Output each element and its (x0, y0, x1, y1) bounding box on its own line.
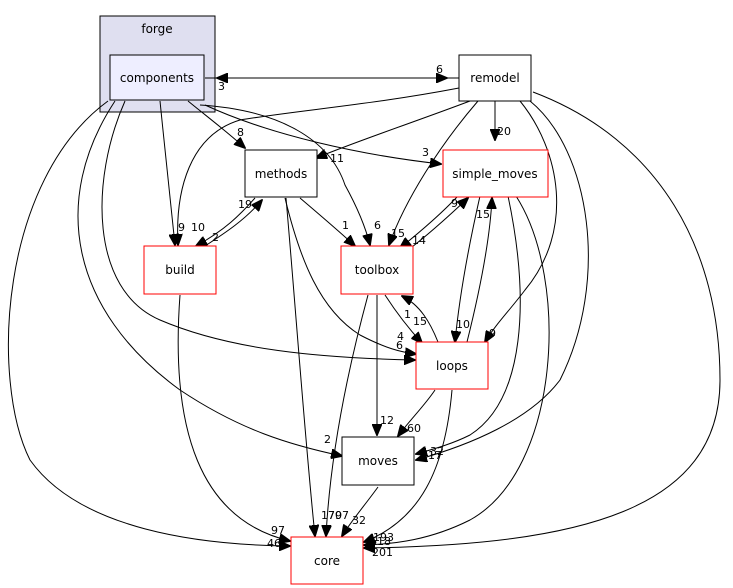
cluster-label: forge (141, 22, 172, 36)
edge-label[interactable]: 46 (267, 537, 281, 550)
edge-methods-build (196, 197, 256, 246)
edge-loops-moves (398, 389, 436, 436)
edge-remodel-methods (316, 100, 471, 158)
node-loops[interactable]: loops (415, 341, 489, 390)
node-remodel[interactable]: remodel (458, 54, 532, 102)
node-box (290, 536, 364, 585)
edge-remodel-build (178, 87, 460, 245)
node-moves[interactable]: moves (341, 436, 415, 486)
nodes: components remodel methods simple_moves … (109, 54, 549, 585)
edge-methods-loops (284, 197, 416, 354)
edge-label[interactable]: 1 (404, 308, 411, 321)
edge-label[interactable]: 2 (212, 231, 219, 244)
node-box (109, 54, 205, 101)
edge-label[interactable]: 193 (373, 531, 394, 544)
edge-remodel-loops (485, 100, 558, 342)
edge-components-moves (77, 100, 342, 456)
node-box (340, 245, 414, 295)
edge-remodel-toolbox (389, 100, 479, 245)
edge-label[interactable]: 8 (237, 126, 244, 139)
edge-label[interactable]: 10 (191, 221, 205, 234)
edge-label[interactable]: 9 (178, 221, 185, 234)
edge-label[interactable]: 15 (476, 208, 490, 221)
edge-label[interactable]: 2 (324, 433, 331, 446)
edge-label[interactable]: 32 (352, 514, 366, 527)
node-simple_moves[interactable]: simple_moves (442, 149, 549, 198)
node-label: toolbox (355, 263, 399, 277)
edge-label[interactable]: 17 (428, 449, 442, 462)
node-label: simple_moves (452, 167, 537, 181)
edge-label[interactable]: 15 (413, 315, 427, 328)
edge-label[interactable]: 3 (422, 146, 429, 159)
edge-label[interactable]: 707 (328, 509, 349, 522)
edge-label[interactable]: 14 (412, 234, 426, 247)
node-toolbox[interactable]: toolbox (340, 245, 414, 295)
edge-components-toolbox (199, 104, 370, 245)
edge-label[interactable]: 9 (489, 327, 496, 340)
edge-label[interactable]: 15 (391, 227, 405, 240)
edge-label[interactable]: 12 (380, 414, 394, 427)
node-build[interactable]: build (143, 245, 217, 295)
edge-build-core (177, 294, 290, 541)
edge-simple_moves-core (364, 195, 550, 545)
edge-components-core (7, 100, 290, 546)
edge-simple_moves-moves (416, 195, 521, 454)
edge-label[interactable]: 6 (436, 63, 443, 76)
edge-label[interactable]: 10 (456, 318, 470, 331)
node-box (442, 149, 549, 198)
edge-components-build (159, 100, 175, 245)
edge-components-simple_moves (204, 104, 441, 164)
edge-methods-toolbox (299, 197, 355, 246)
edge-loops-core (364, 389, 453, 542)
edge-components-loops (101, 100, 415, 360)
edge-label[interactable]: 179 (321, 509, 342, 522)
edge-loops-toolbox (402, 296, 439, 343)
edge-label[interactable]: 20 (497, 125, 511, 138)
node-label: core (314, 554, 340, 568)
node-label: remodel (470, 71, 519, 85)
node-label: build (165, 263, 195, 277)
node-box (458, 54, 532, 102)
node-label: loops (436, 359, 468, 373)
edge-label[interactable]: 9 (451, 197, 458, 210)
node-label: moves (358, 454, 398, 468)
node-box (244, 149, 318, 198)
edge-toolbox-simple_moves (407, 198, 468, 251)
edges (7, 78, 721, 548)
edge-label[interactable]: 618 (370, 535, 391, 548)
edge-remodel-moves (416, 100, 589, 460)
edge-simple_moves-toolbox (400, 195, 459, 248)
edge-label[interactable]: 4 (397, 330, 404, 343)
node-methods[interactable]: methods (244, 149, 318, 198)
edge-label[interactable]: 60 (407, 422, 421, 435)
edge-label[interactable]: 6 (396, 339, 403, 352)
node-box (341, 436, 415, 486)
edge-label[interactable]: 19 (238, 198, 252, 211)
edge-moves-core (342, 486, 379, 536)
edge-label[interactable]: 3 (218, 80, 225, 93)
edge-labels: 6 3 8 3 9 6 6 2 46 20 11 10 15 9 32 201 … (178, 63, 511, 559)
edge-components-methods (187, 100, 245, 148)
edge-simple_moves-loops (455, 195, 481, 342)
node-components[interactable]: components (109, 54, 205, 101)
node-box (143, 245, 217, 295)
node-box (415, 341, 489, 390)
node-core[interactable]: core (290, 536, 364, 585)
edge-label[interactable]: 6 (374, 219, 381, 232)
edge-label[interactable]: 97 (271, 524, 285, 537)
edge-toolbox-loops (384, 294, 422, 343)
node-label: methods (255, 167, 308, 181)
edge-build-methods (204, 200, 262, 247)
node-label: components (120, 71, 194, 85)
edge-label[interactable]: 32 (430, 445, 444, 458)
edge-label[interactable]: 201 (372, 546, 393, 559)
edge-label[interactable]: 1 (342, 219, 349, 232)
edge-toolbox-core (326, 294, 369, 536)
edge-label[interactable]: 11 (330, 152, 344, 165)
edge-loops-simple_moves (466, 198, 492, 343)
edge-methods-core (285, 197, 315, 536)
edge-remodel-core (364, 91, 721, 548)
